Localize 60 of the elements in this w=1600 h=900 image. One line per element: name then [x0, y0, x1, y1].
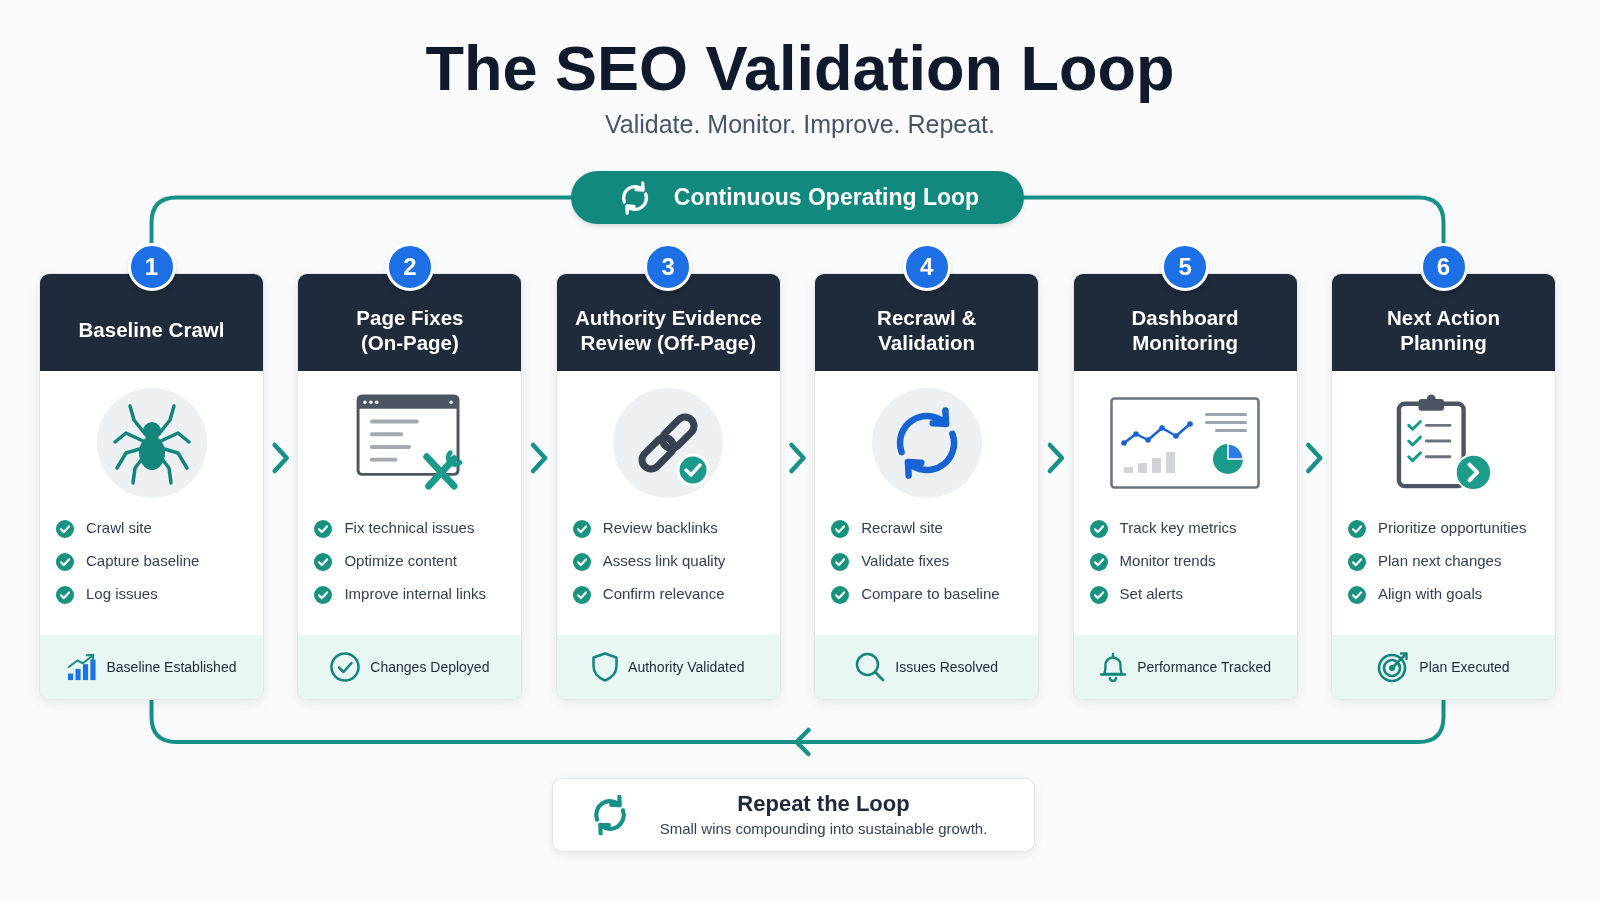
chevron-arrow — [272, 442, 289, 474]
checklist-text: Crawl site — [86, 519, 152, 538]
step-number: 4 — [902, 243, 951, 291]
chevron-arrow — [789, 442, 806, 474]
step-header: Recrawl & Validation — [815, 274, 1039, 371]
checklist-text: Recrawl site — [861, 519, 943, 538]
status-text: Performance Tracked — [1137, 657, 1271, 677]
step-number: 6 — [1419, 243, 1468, 291]
status-band — [1332, 635, 1555, 699]
checklist-text: Optimize content — [344, 552, 457, 571]
checklist-text: Prioritize opportunities — [1378, 519, 1527, 538]
checklist-text: Plan next changes — [1378, 552, 1502, 571]
status-text: Baseline Established — [106, 657, 237, 677]
step-number: 3 — [644, 243, 693, 291]
step-header: Baseline Crawl — [40, 274, 263, 371]
status-text: Plan Executed — [1419, 657, 1510, 677]
chevron-arrow — [530, 442, 548, 474]
checklist-text: Fix technical issues — [344, 519, 475, 538]
step-header: Page Fixes (On-Page) — [298, 274, 522, 371]
step-card — [1072, 273, 1298, 700]
checklist-text: Review backlinks — [602, 519, 718, 538]
step-number: 5 — [1161, 243, 1210, 291]
checklist-text: Log issues — [86, 585, 158, 604]
checklist-text: Validate fixes — [861, 552, 950, 571]
summary-text: Small wins compounding into sustainable growth. — [659, 818, 988, 839]
step-card — [555, 273, 781, 700]
chevron-arrow — [1306, 442, 1323, 474]
step-card — [1331, 273, 1556, 700]
summary-title: Repeat the Loop — [737, 790, 910, 818]
checklist-text: Improve internal links — [344, 585, 487, 604]
checklist-text: Set alerts — [1119, 585, 1183, 604]
status-text: Changes Deployed — [370, 657, 490, 677]
checklist-text: Align with goals — [1378, 585, 1483, 604]
step-header: Authority Evidence Review (Off-Page) — [556, 274, 780, 371]
subtitle: Validate. Monitor. Improve. Repeat. — [605, 112, 995, 137]
status-band — [556, 635, 780, 699]
step-card — [814, 273, 1040, 700]
checklist-text: Confirm relevance — [602, 585, 725, 604]
checklist-text: Assess link quality — [602, 552, 726, 571]
step-card — [297, 273, 523, 700]
chevron-arrow — [1047, 442, 1065, 474]
step-number: 2 — [385, 243, 434, 291]
status-band — [815, 635, 1039, 699]
checklist-text: Monitor trends — [1119, 552, 1216, 571]
checklist-text: Compare to baseline — [861, 585, 1000, 604]
checklist-text: Track key metrics — [1119, 519, 1237, 538]
connector-line — [149, 195, 573, 245]
step-number: 1 — [127, 243, 176, 291]
status-band — [1073, 635, 1297, 699]
banner-text: Continuous Operating Loop — [673, 183, 980, 213]
step-header: Next Action Planning — [1332, 274, 1555, 371]
status-band — [40, 635, 263, 699]
step-header: Dashboard Monitoring — [1073, 274, 1297, 371]
status-band — [298, 635, 522, 699]
step-card — [39, 273, 264, 700]
summary-box — [552, 778, 1035, 852]
loop-banner — [571, 171, 1024, 224]
checklist-text: Capture baseline — [86, 552, 200, 571]
status-text: Issues Resolved — [895, 657, 999, 677]
status-text: Authority Validated — [628, 657, 745, 677]
